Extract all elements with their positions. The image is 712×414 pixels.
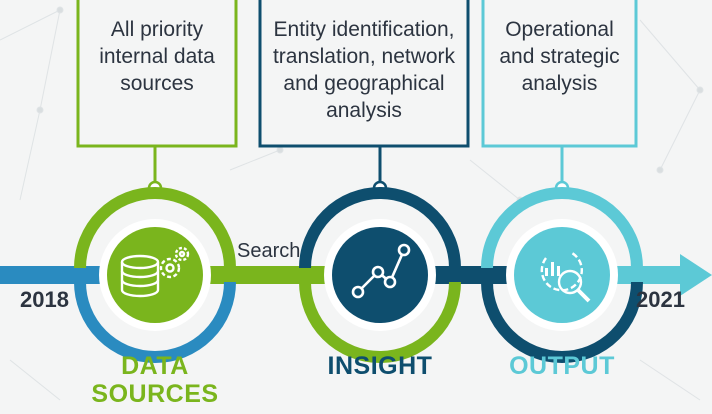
description-line: Entity identification,	[273, 18, 455, 41]
stage-data-sources	[74, 0, 238, 363]
caption-line: DATA	[121, 352, 189, 380]
chart-magnifier-icon	[540, 250, 591, 303]
description-line: analysis	[521, 72, 598, 95]
description-line: analysis	[326, 99, 402, 122]
outer-arc-top	[481, 187, 643, 269]
connector-label-search: Search	[237, 240, 301, 262]
description-line: and strategic	[499, 45, 620, 68]
description-line: All priority	[110, 18, 204, 41]
description-line: internal data	[99, 45, 215, 68]
description-line: translation, network	[272, 45, 456, 68]
caption-line: SOURCES	[91, 380, 219, 408]
stage-caption-insight: INSIGHT	[300, 352, 460, 380]
description-line: and geographical	[283, 72, 445, 95]
outer-arc-top	[74, 187, 236, 269]
stage-caption-data-sources: DATA SOURCES	[75, 352, 235, 408]
outer-arc-bottom	[299, 281, 461, 363]
caption-line: OUTPUT	[509, 352, 615, 380]
stage-box	[76, 0, 238, 148]
stage-output	[481, 0, 643, 363]
timeline-arrow-head	[680, 254, 712, 296]
network-graph-icon	[351, 243, 411, 299]
stage-description-output: Operational and strategic analysis	[483, 16, 636, 97]
description-line: sources	[120, 72, 194, 95]
caption-line: INSIGHT	[327, 352, 433, 380]
database-gears-icon	[120, 246, 190, 298]
outer-arc-bottom	[74, 281, 236, 363]
background-network	[0, 6, 704, 401]
outer-arc-bottom	[481, 281, 643, 363]
stage-box	[481, 0, 638, 148]
description-line: Operational	[505, 18, 614, 41]
stage-description-insight: Entity identification, translation, netw…	[252, 16, 476, 124]
outer-arc-top	[299, 187, 461, 269]
stage-box	[258, 0, 470, 148]
stage-description-data-sources: All priority internal data sources	[78, 16, 236, 97]
stage-insight	[258, 0, 470, 363]
start-year-label: 2018	[20, 287, 69, 312]
end-year-label: 2021	[636, 287, 685, 312]
stage-caption-output: OUTPUT	[482, 352, 642, 380]
